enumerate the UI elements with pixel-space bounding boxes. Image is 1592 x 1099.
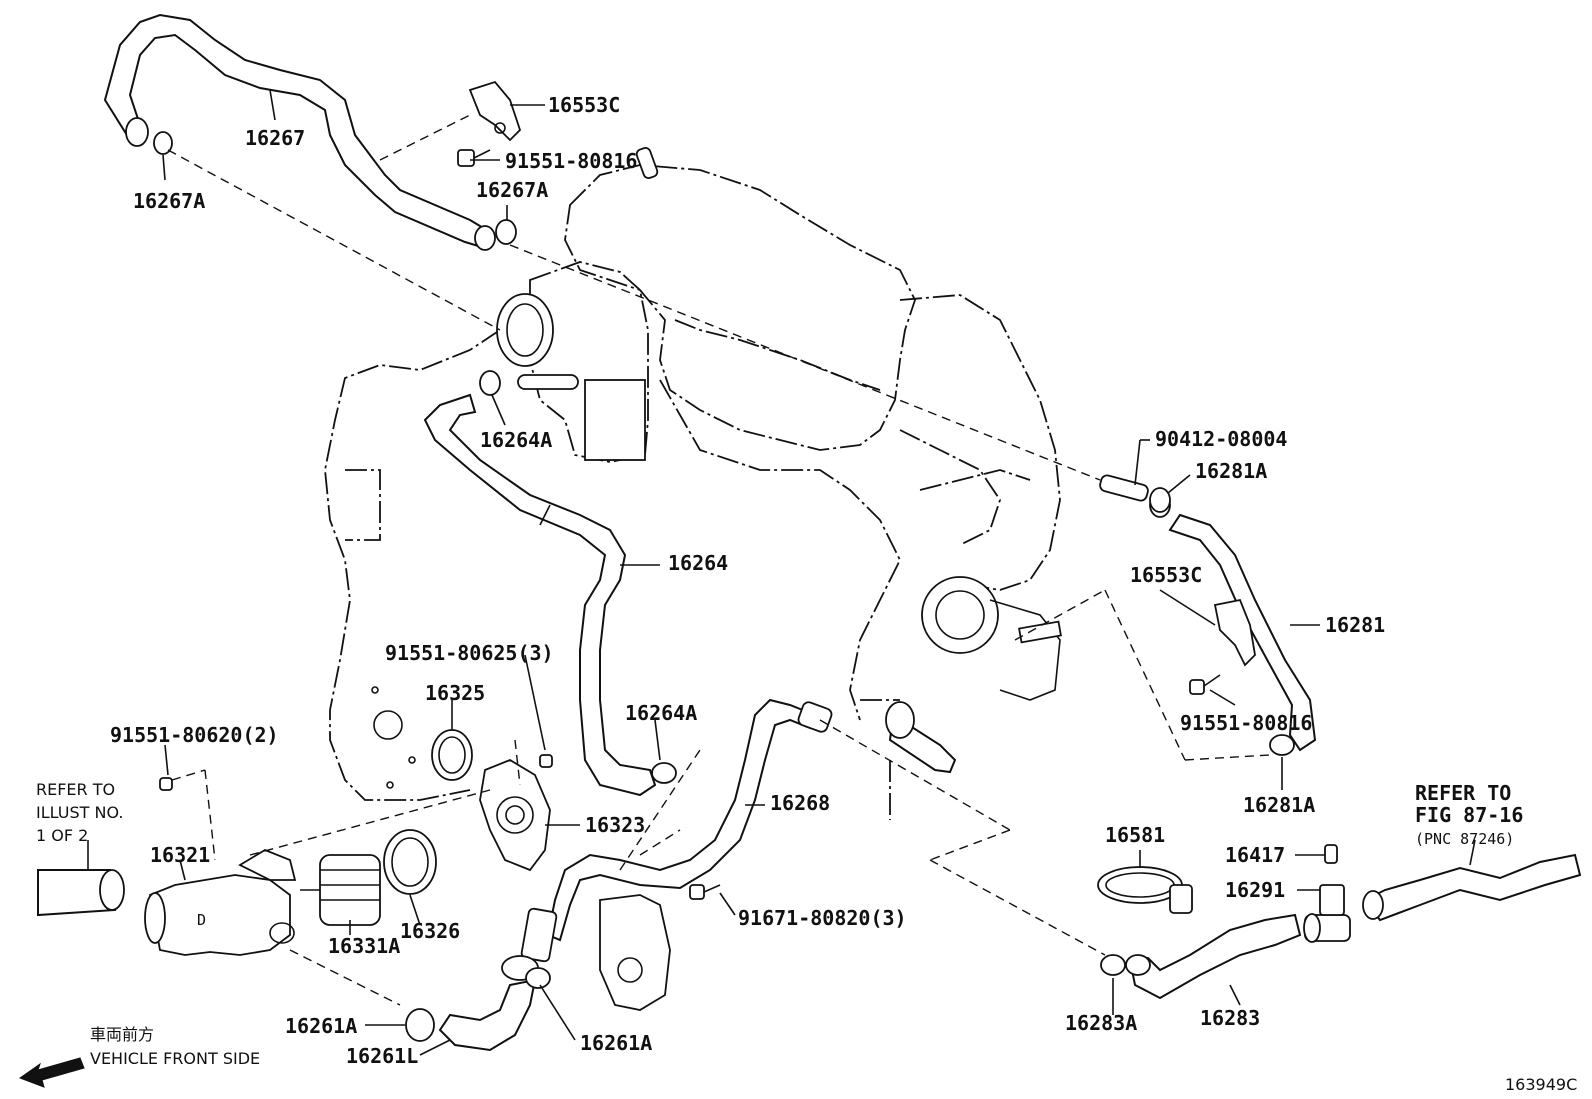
hose-clamps	[153, 131, 1295, 1042]
refer-note-right: REFER TO FIG 87-16 (PNC 87246)	[1415, 781, 1523, 848]
label-16261A-left: 16261A	[285, 1014, 357, 1038]
front-side-indicator: 車両前方 VEHICLE FRONT SIDE	[18, 1025, 260, 1088]
label-16323: 16323	[585, 813, 645, 837]
thermostat-16331A	[300, 854, 381, 926]
engine-outline	[324, 164, 1061, 820]
label-16417: 16417	[1225, 843, 1285, 867]
leader-lines	[87, 89, 1476, 1056]
refer-right-line1: REFER TO	[1415, 781, 1511, 805]
gasket-16325	[431, 729, 473, 781]
front-side-en: VEHICLE FRONT SIDE	[90, 1049, 260, 1068]
stud-90412	[1099, 474, 1149, 502]
refer-left-line1: REFER TO	[36, 780, 115, 799]
refer-note-left: REFER TO ILLUST NO. 1 OF 2	[36, 780, 123, 845]
label-91551-80816-right: 91551-80816	[1180, 711, 1312, 735]
part-labels: 16267 16267A 16267A 16553C 91551-80816 1…	[110, 93, 1385, 1068]
clip-16553C-right	[1213, 598, 1256, 667]
hose-16267	[103, 13, 496, 251]
gasket-16326	[383, 829, 437, 895]
label-16264A-top: 16264A	[480, 428, 552, 452]
label-16553C-right: 16553C	[1130, 563, 1202, 587]
hose-left-outlet	[37, 869, 125, 917]
label-16283A: 16283A	[1065, 1011, 1137, 1035]
housing-16323	[479, 758, 551, 872]
label-16321: 16321	[150, 843, 210, 867]
hose-16283	[1125, 913, 1302, 1000]
label-16267: 16267	[245, 126, 305, 150]
clip-16553C-top	[468, 80, 522, 142]
water-pump	[885, 576, 1062, 774]
svg-text:D: D	[197, 911, 206, 929]
label-16264A-bottom: 16264A	[625, 701, 697, 725]
water-outlet-16321: D	[144, 848, 297, 956]
hose-16268	[520, 698, 833, 963]
label-16291: 16291	[1225, 878, 1285, 902]
fitting-16291	[1303, 844, 1351, 943]
bracket-center	[599, 894, 671, 1011]
throttle-body	[496, 147, 659, 461]
label-16326: 16326	[400, 919, 460, 943]
label-16281: 16281	[1325, 613, 1385, 637]
label-16267A-left: 16267A	[133, 189, 205, 213]
front-arrow-icon	[18, 1057, 85, 1088]
label-16325: 16325	[425, 681, 485, 705]
label-16581: 16581	[1105, 823, 1165, 847]
label-16283: 16283	[1200, 1006, 1260, 1030]
label-16264: 16264	[668, 551, 728, 575]
front-side-jp: 車両前方	[90, 1025, 154, 1044]
label-91671-80820: 91671-80820(3)	[738, 906, 907, 930]
bolts	[159, 149, 1221, 900]
label-16553C-top: 16553C	[548, 93, 620, 117]
label-91551-80816-top: 91551-80816	[505, 149, 637, 173]
label-16261A-right: 16261A	[580, 1031, 652, 1055]
label-91551-80620: 91551-80620(2)	[110, 723, 279, 747]
refer-right-line3: (PNC 87246)	[1415, 830, 1514, 848]
refer-left-line2: ILLUST NO.	[36, 803, 123, 822]
hose-ref-87246	[1362, 853, 1582, 922]
label-91551-80625: 91551-80625(3)	[385, 641, 554, 665]
label-16268: 16268	[770, 791, 830, 815]
diagram-id: 163949C	[1505, 1075, 1577, 1094]
label-16267A-mid: 16267A	[476, 178, 548, 202]
refer-right-line2: FIG 87-16	[1415, 803, 1523, 827]
alignment-lines	[167, 114, 1271, 1006]
clamp-16581	[1097, 866, 1193, 914]
refer-left-line3: 1 OF 2	[36, 826, 88, 845]
label-16281A-top: 16281A	[1195, 459, 1267, 483]
label-16261L: 16261L	[346, 1044, 418, 1068]
label-16281A-bottom: 16281A	[1243, 793, 1315, 817]
label-16331A: 16331A	[328, 934, 400, 958]
label-90412-08004: 90412-08004	[1155, 427, 1287, 451]
hose-16261L	[438, 955, 539, 1052]
